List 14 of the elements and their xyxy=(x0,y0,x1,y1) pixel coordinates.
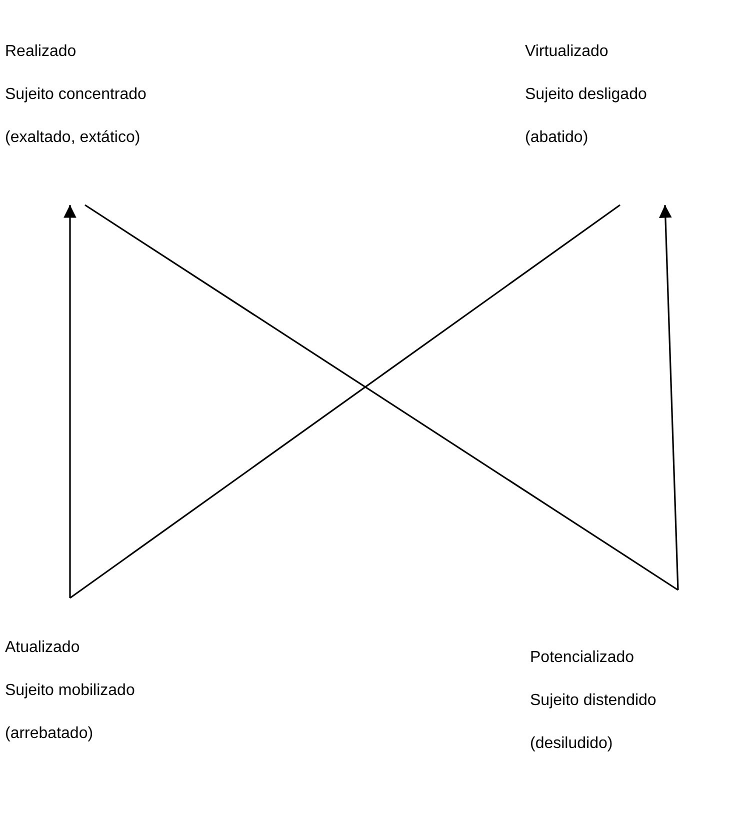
node-label: Sujeito concentrado xyxy=(5,85,146,105)
node-label: (exaltado, extático) xyxy=(5,128,140,148)
node-label: Realizado xyxy=(5,42,76,62)
node-label: Sujeito mobilizado xyxy=(5,681,135,701)
node-label: (arrebatado) xyxy=(5,724,94,744)
node-label: Atualizado xyxy=(5,638,80,658)
node-label: (abatido) xyxy=(525,128,588,148)
node-label: Potencializado xyxy=(530,648,634,668)
arrow xyxy=(64,204,76,598)
node-label: Virtualizado xyxy=(525,42,608,62)
node-label: (desiludido) xyxy=(530,734,613,754)
arrow xyxy=(659,204,679,590)
node-label: Sujeito distendido xyxy=(530,691,656,711)
node-label: Sujeito desligado xyxy=(525,85,647,105)
